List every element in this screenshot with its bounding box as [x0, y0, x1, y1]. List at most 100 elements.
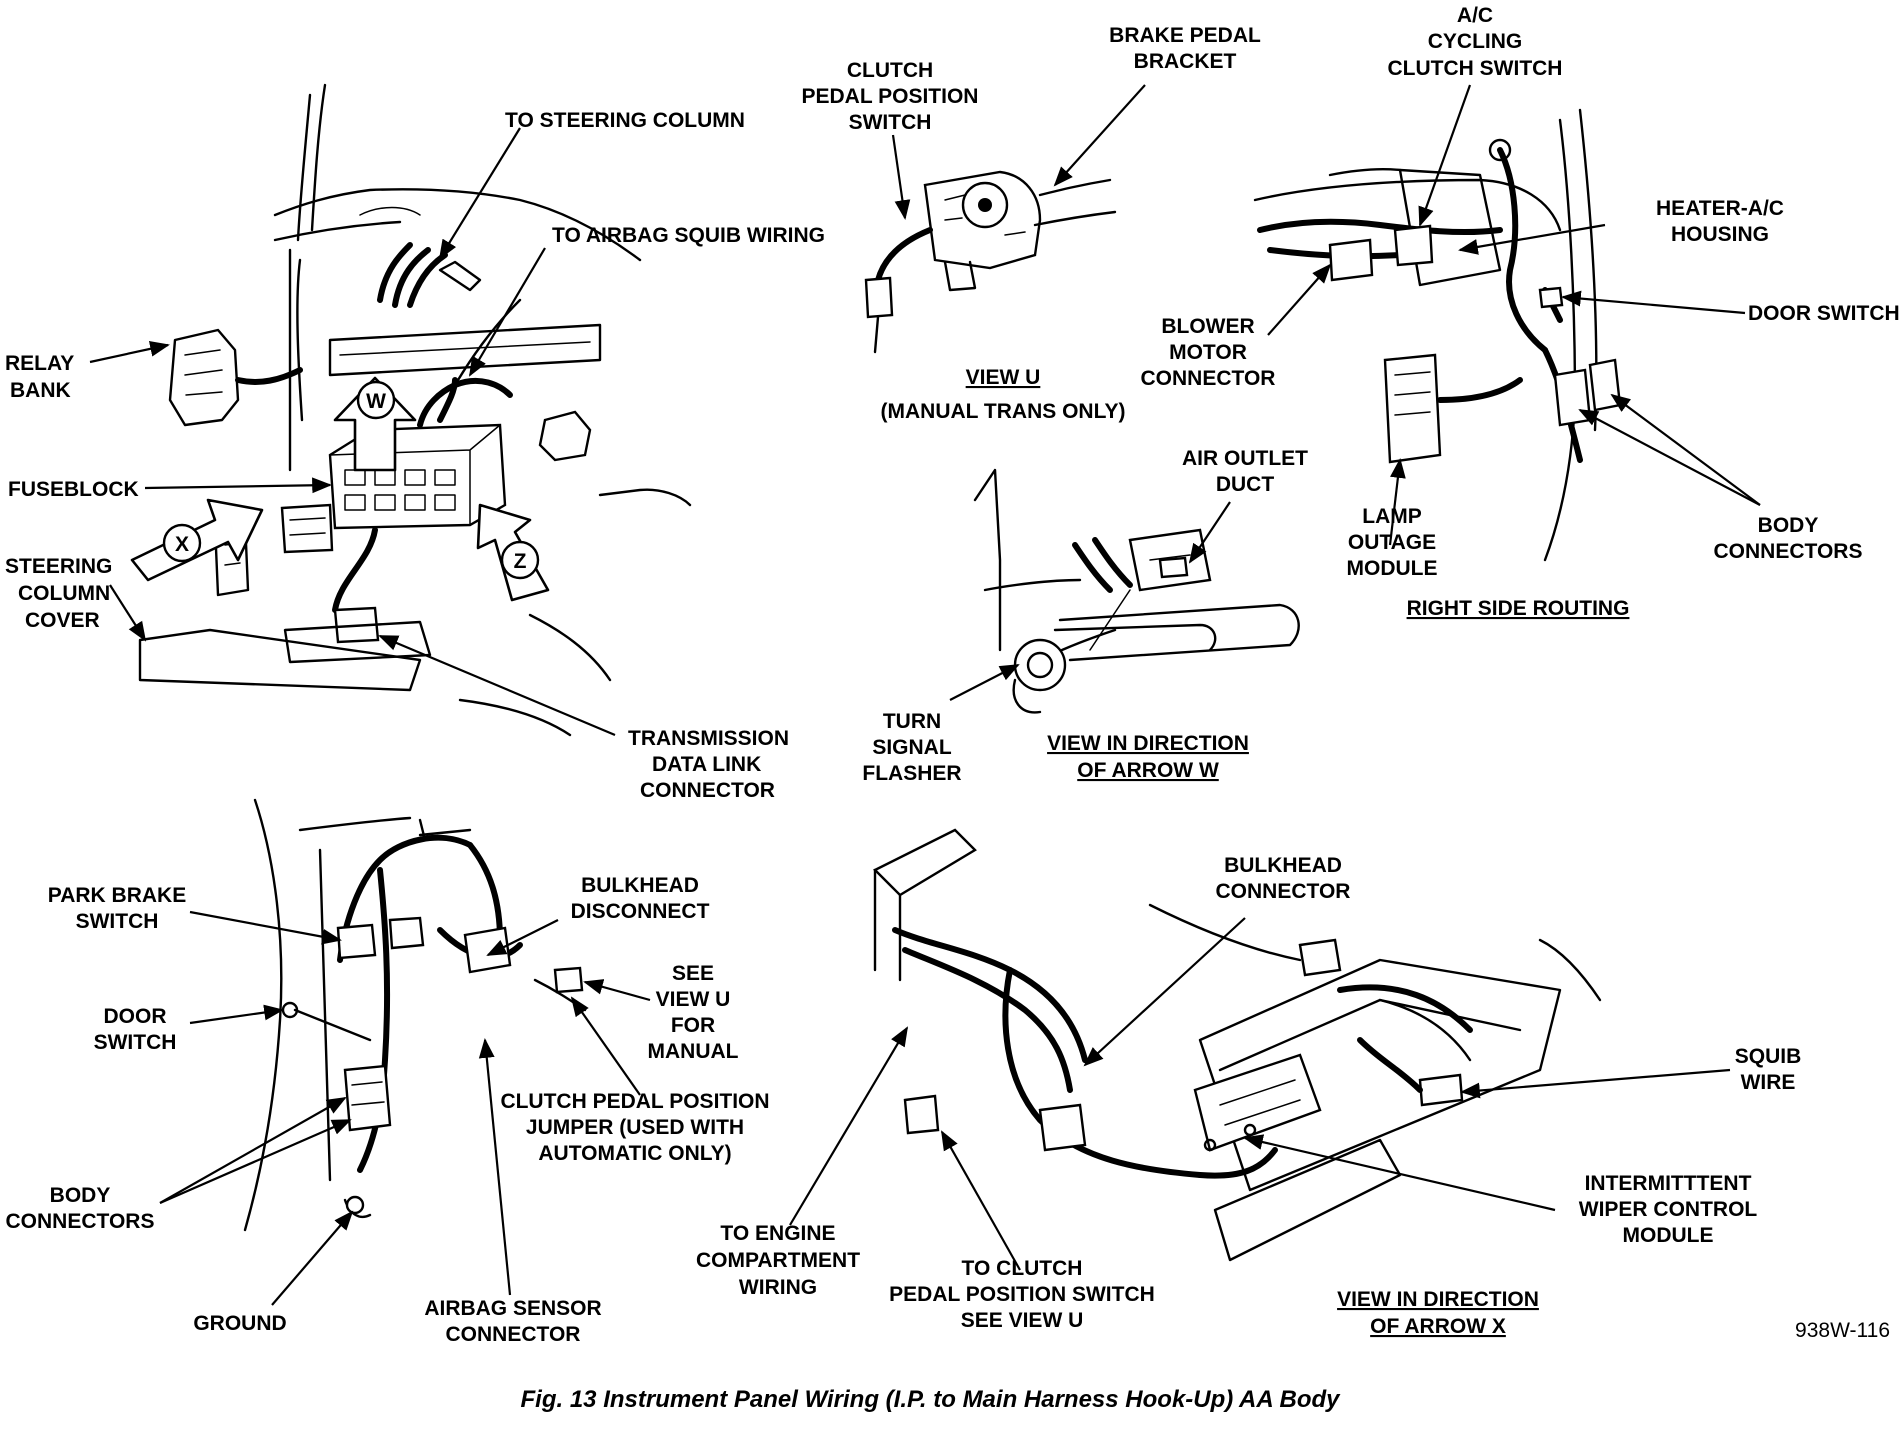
main-view-leaders: [89, 127, 616, 737]
label-clutch-pedal-switch-line3: SWITCH: [849, 111, 932, 134]
view-u-title: VIEW U: [966, 366, 1041, 389]
right-side-labels: A/C CYCLING CLUTCH SWITCH HEATER-A/C HOU…: [1141, 4, 1900, 620]
right-side-leaders: [1267, 84, 1761, 546]
arrow-w-view-drawing: [973, 468, 1300, 714]
arrow-x-view-labels: BULKHEAD CONNECTOR SQUIB WIRE INTERMITTT…: [696, 854, 1801, 1338]
label-engine-wiring-line3: WIRING: [739, 1276, 817, 1299]
label-clutch-jumper-line1: CLUTCH PEDAL POSITION: [500, 1090, 769, 1113]
label-bulkhead-disconnect-line1: BULKHEAD: [581, 874, 699, 897]
arrow-w-view-labels: AIR OUTLET DUCT TURN SIGNAL FLASHER VIEW…: [862, 447, 1308, 785]
arrow-z-view-labels: PARK BRAKE SWITCH BULKHEAD DISCONNECT SE…: [6, 874, 770, 1346]
label-bulkhead-connector-line1: BULKHEAD: [1224, 854, 1342, 877]
label-ac-cycling-line1: A/C: [1457, 4, 1493, 27]
label-relay-bank-line2: BANK: [10, 379, 71, 402]
label-heater-ac-housing-line1: HEATER-A/C: [1656, 197, 1784, 220]
label-lamp-outage-line1: LAMP: [1362, 505, 1422, 528]
label-ground: GROUND: [193, 1312, 286, 1335]
arrow-w-view-leaders: [949, 501, 1231, 701]
label-air-outlet-duct-line1: AIR OUTLET: [1182, 447, 1308, 470]
view-u-subtitle: (MANUAL TRANS ONLY): [881, 400, 1126, 423]
main-view-drawing: [138, 83, 692, 737]
label-bulkhead-connector-line2: CONNECTOR: [1216, 880, 1351, 903]
label-squib-wire-line1: SQUIB: [1735, 1045, 1802, 1068]
label-bulkhead-disconnect-line2: DISCONNECT: [571, 900, 710, 923]
label-clutch-jumper-line2: JUMPER (USED WITH: [526, 1116, 744, 1139]
label-relay-bank-line1: RELAY: [5, 352, 74, 375]
label-body-connectors-left-line1: BODY: [50, 1184, 111, 1207]
label-lamp-outage-line3: MODULE: [1347, 557, 1438, 580]
label-transmission-data-link-line2: DATA LINK: [652, 753, 761, 776]
label-to-steering-column: TO STEERING COLUMN: [505, 109, 745, 132]
label-transmission-data-link-line1: TRANSMISSION: [628, 727, 789, 750]
label-park-brake-switch-line1: PARK BRAKE: [48, 884, 186, 907]
label-brake-pedal-bracket-line1: BRAKE PEDAL: [1109, 24, 1261, 47]
label-clutch-switch-x-line2: PEDAL POSITION SWITCH: [889, 1283, 1155, 1306]
arrow-w-view-title-line2: OF ARROW W: [1077, 759, 1219, 782]
label-air-outlet-duct-line2: DUCT: [1216, 473, 1274, 496]
figure-caption: Fig. 13 Instrument Panel Wiring (I.P. to…: [521, 1386, 1342, 1413]
label-airbag-sensor-line2: CONNECTOR: [446, 1323, 581, 1346]
label-body-connectors-left-line2: CONNECTORS: [6, 1210, 155, 1233]
label-clutch-pedal-switch-line1: CLUTCH: [847, 59, 933, 82]
label-ac-cycling-line3: CLUTCH SWITCH: [1388, 57, 1563, 80]
label-engine-wiring-line1: TO ENGINE: [720, 1222, 835, 1245]
label-clutch-switch-x-line3: SEE VIEW U: [961, 1309, 1084, 1332]
label-clutch-switch-x-line1: TO CLUTCH: [962, 1257, 1083, 1280]
label-door-switch-left-line2: SWITCH: [94, 1031, 177, 1054]
label-ac-cycling-line2: CYCLING: [1428, 30, 1523, 53]
label-blower-motor-line3: CONNECTOR: [1141, 367, 1276, 390]
label-brake-pedal-bracket-line2: BRACKET: [1134, 50, 1237, 73]
label-door-switch-right: DOOR SWITCH: [1748, 302, 1900, 325]
arrow-x-view-leaders: [789, 917, 1731, 1271]
arrow-w-view-title-line1: VIEW IN DIRECTION: [1047, 732, 1249, 755]
view-u-drawing: [864, 170, 1117, 354]
label-clutch-pedal-switch-line2: PEDAL POSITION: [802, 85, 979, 108]
arrow-z: Z: [476, 503, 550, 602]
arrow-letter-w: W: [366, 390, 386, 413]
label-steering-column-cover-line3: COVER: [25, 609, 100, 632]
view-u-leaders: [891, 84, 1146, 220]
arrow-w: W: [333, 376, 417, 472]
right-side-routing-title: RIGHT SIDE ROUTING: [1407, 597, 1630, 620]
label-turn-signal-flasher-line1: TURN: [883, 710, 941, 733]
figure-reference: 938W-116: [1795, 1319, 1890, 1342]
label-body-connectors-right-line2: CONNECTORS: [1714, 540, 1863, 563]
label-airbag-sensor-line1: AIRBAG SENSOR: [424, 1297, 601, 1320]
arrow-letter-z: Z: [514, 550, 527, 573]
arrow-z-view-drawing: [243, 798, 587, 1232]
arrow-x-view-title-line1: VIEW IN DIRECTION: [1337, 1288, 1539, 1311]
label-wiper-module-line3: MODULE: [1623, 1224, 1714, 1247]
label-see-view-u-line2: VIEW U: [656, 988, 731, 1011]
label-engine-wiring-line2: COMPARTMENT: [696, 1249, 860, 1272]
label-park-brake-switch-line2: SWITCH: [76, 910, 159, 933]
main-view-labels: TO STEERING COLUMN TO AIRBAG SQUIB WIRIN…: [5, 109, 825, 802]
arrow-x-view-title-line2: OF ARROW X: [1370, 1315, 1506, 1338]
label-to-airbag-squib-wiring: TO AIRBAG SQUIB WIRING: [552, 224, 825, 247]
label-wiper-module-line1: INTERMITTTENT: [1585, 1172, 1752, 1195]
label-body-connectors-right-line1: BODY: [1758, 514, 1819, 537]
arrow-x: X: [130, 498, 264, 582]
view-u-labels: CLUTCH PEDAL POSITION SWITCH BRAKE PEDAL…: [802, 24, 1261, 423]
label-turn-signal-flasher-line3: FLASHER: [862, 762, 961, 785]
arrow-z-view-leaders: [159, 910, 651, 1306]
label-steering-column-cover-line2: COLUMN: [18, 582, 110, 605]
label-see-view-u-line3: FOR: [671, 1014, 715, 1037]
label-turn-signal-flasher-line2: SIGNAL: [872, 736, 952, 759]
label-heater-ac-housing-line2: HOUSING: [1671, 223, 1769, 246]
label-steering-column-cover-line1: STEERING: [5, 555, 112, 578]
label-blower-motor-line2: MOTOR: [1169, 341, 1247, 364]
label-transmission-data-link-line3: CONNECTOR: [640, 779, 775, 802]
label-squib-wire-line2: WIRE: [1741, 1071, 1796, 1094]
label-blower-motor-line1: BLOWER: [1161, 315, 1254, 338]
label-see-view-u-line1: SEE: [672, 962, 714, 985]
label-fuseblock: FUSEBLOCK: [8, 478, 139, 501]
label-lamp-outage-line2: OUTAGE: [1348, 531, 1436, 554]
label-clutch-jumper-line3: AUTOMATIC ONLY): [538, 1142, 731, 1165]
label-door-switch-left-line1: DOOR: [104, 1005, 167, 1028]
right-side-drawing: [1253, 108, 1622, 562]
label-wiper-module-line2: WIPER CONTROL: [1579, 1198, 1758, 1221]
label-see-view-u-line4: MANUAL: [648, 1040, 739, 1063]
arrow-x-view-drawing: [872, 828, 1602, 1262]
arrow-letter-x: X: [175, 533, 189, 556]
